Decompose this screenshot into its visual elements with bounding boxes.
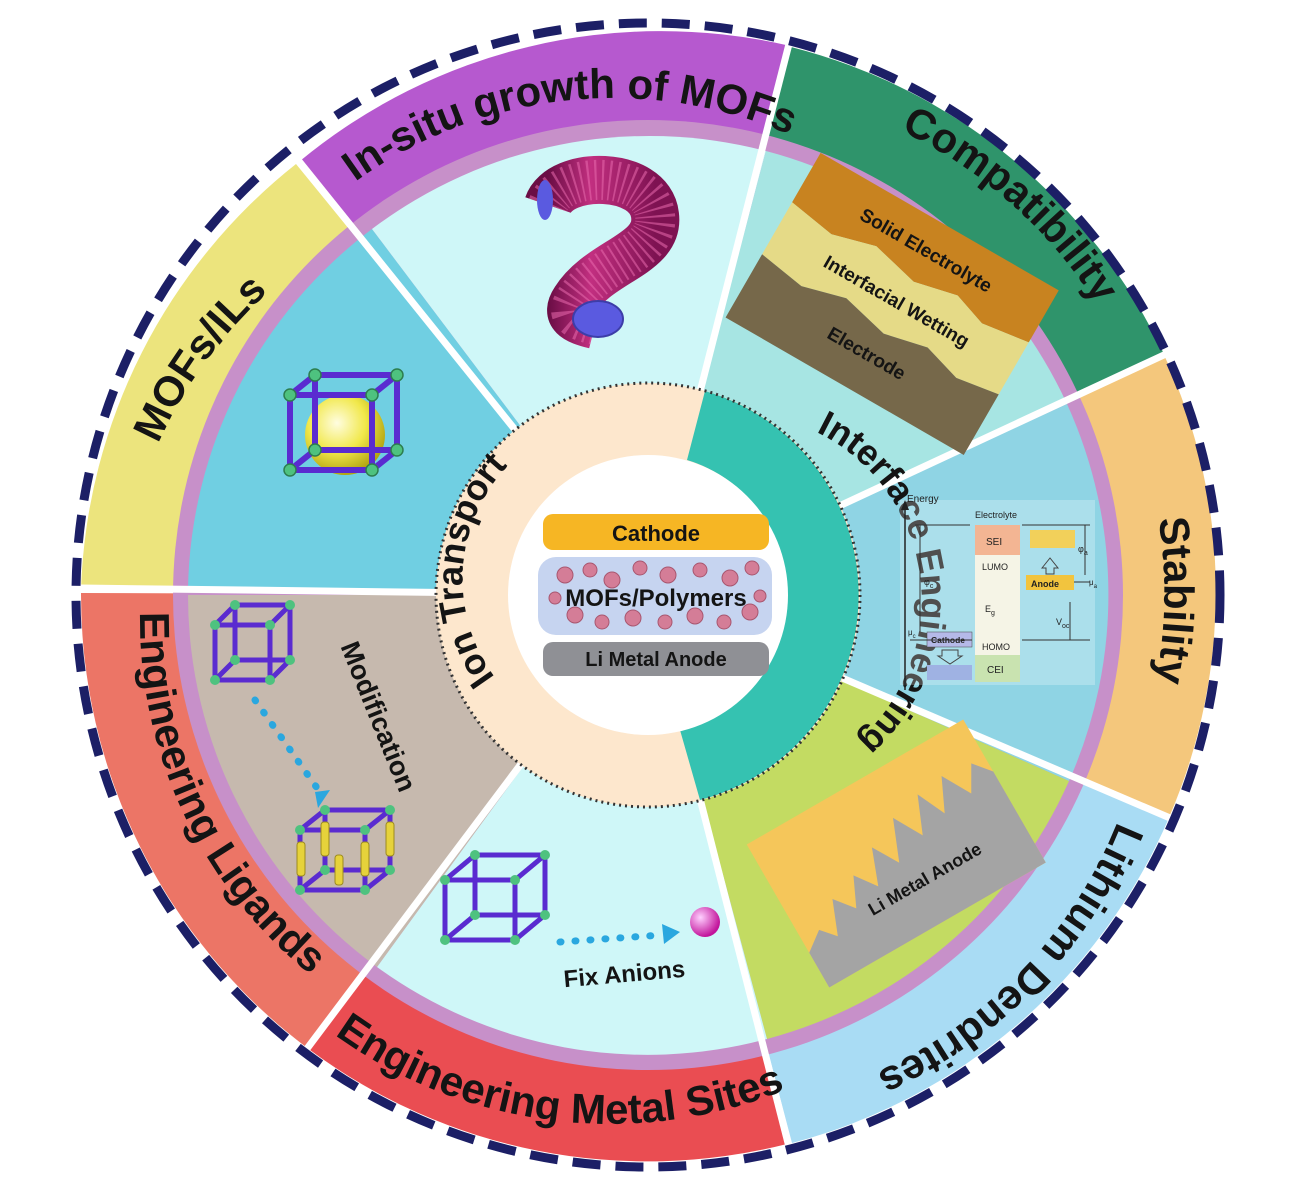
layer-interfacial-wetting xyxy=(762,202,1029,395)
energy-axis-label: Energy xyxy=(907,494,939,505)
layer-electrode xyxy=(725,254,999,455)
mu-a-label: μa xyxy=(1089,578,1098,590)
voc-label: Voc xyxy=(1056,617,1070,630)
outer-dashed-border xyxy=(71,18,1225,1172)
panel-stability xyxy=(648,404,1109,781)
sei-box xyxy=(975,525,1020,555)
ring-dotted-border xyxy=(434,381,862,809)
electrolyte-layer xyxy=(538,557,772,635)
anode-box xyxy=(1026,575,1074,590)
modification-arrow xyxy=(251,696,326,799)
battery-stack: Cathode MOFs/Polymers Li Metal Anode xyxy=(538,514,772,676)
li-metal-anode-shape xyxy=(809,763,1046,988)
cei-label: CEI xyxy=(987,665,1004,676)
fix-anions-illustration: Fix Anions xyxy=(440,850,720,993)
anion-sphere xyxy=(690,907,720,937)
phi-c-label: φc xyxy=(924,577,934,590)
interface-engineering-ring xyxy=(680,391,859,800)
lumo-label: LUMO xyxy=(982,562,1008,572)
anode-layer xyxy=(543,642,769,676)
anode-level-label: Anode xyxy=(1031,579,1059,589)
fix-anions-arrow xyxy=(556,931,666,946)
layer-solid-electrolyte xyxy=(792,152,1059,343)
homo-label: HOMO xyxy=(982,642,1010,652)
label-stability: Stability xyxy=(1147,514,1202,688)
mof-cage-with-ionic-liquid xyxy=(283,368,404,477)
phi-a-label: φa xyxy=(1078,544,1088,557)
sei-label: SEI xyxy=(986,537,1002,548)
cathode-label: Cathode xyxy=(612,521,700,546)
anode-label: Li Metal Anode xyxy=(585,649,726,671)
interface-layers: Solid Electrolyte Interfacial Wetting El… xyxy=(725,152,1059,455)
cathode-layer xyxy=(543,514,769,550)
mu-c-label: μc xyxy=(908,628,916,640)
lithium-dendrite-illustration: Li Metal Anode xyxy=(746,719,1046,988)
electrolyte-particles xyxy=(548,560,767,630)
energy-level-diagram: Energy Electrolyte SEI LUMO HOMO Eg CEI … xyxy=(900,494,1098,690)
electrolyte-label: Electrolyte xyxy=(975,510,1017,520)
eg-label: Eg xyxy=(985,604,995,617)
dendrite-background xyxy=(746,719,1046,988)
mof-tube-illustration xyxy=(525,156,680,349)
cei-box xyxy=(975,655,1020,682)
electrolyte-label: MOFs/Polymers xyxy=(565,585,746,612)
